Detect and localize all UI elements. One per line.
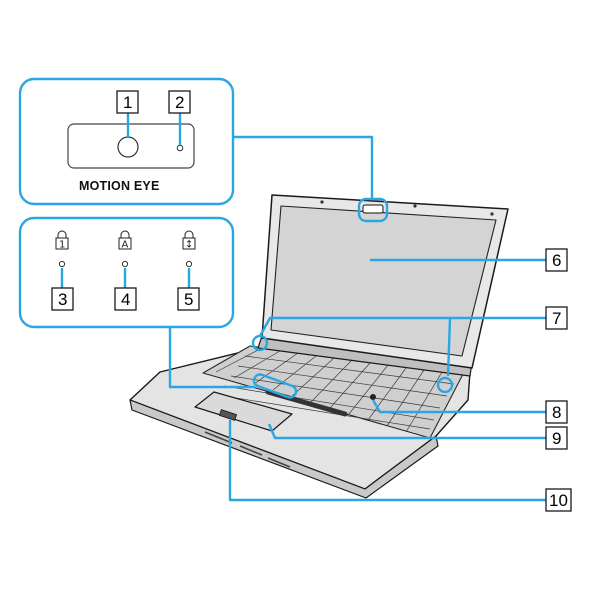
svg-text:8: 8 — [552, 403, 561, 422]
svg-text:9: 9 — [552, 429, 561, 448]
callout-4: 4 — [114, 287, 137, 311]
camera-indicator-icon — [176, 144, 184, 152]
svg-text:7: 7 — [552, 309, 561, 328]
svg-text:10: 10 — [549, 491, 568, 510]
svg-text:6: 6 — [552, 251, 561, 270]
callout-10: 10 — [545, 488, 572, 512]
svg-text:3: 3 — [58, 290, 67, 309]
inset-caption-motion-eye: MOTION EYE — [79, 179, 159, 193]
fingerprint-sensor — [218, 409, 238, 421]
callout-9: 9 — [545, 426, 568, 450]
callout-7: 7 — [545, 306, 568, 330]
leader-lines — [168, 135, 546, 502]
laptop-illustration — [129, 194, 509, 499]
lcd-screen — [270, 205, 497, 357]
svg-text:2: 2 — [175, 93, 184, 112]
svg-text:5: 5 — [184, 290, 193, 309]
caps-lock-glyph: A — [122, 240, 129, 251]
scroll-lock-glyph: ↕ — [185, 240, 193, 251]
svg-text:1: 1 — [123, 93, 132, 112]
num-lock-glyph: 1 — [59, 240, 65, 251]
callout-2: 2 — [168, 90, 191, 114]
caps-lock-indicator-icon: A — [118, 230, 132, 268]
callout-8: 8 — [545, 400, 568, 424]
scroll-lock-indicator-icon: ↕ — [182, 230, 196, 268]
svg-text:4: 4 — [121, 290, 130, 309]
callout-6: 6 — [545, 248, 568, 272]
callout-3: 3 — [51, 287, 74, 311]
camera-lens-icon — [117, 136, 139, 158]
callout-1: 1 — [116, 90, 139, 114]
callout-5: 5 — [177, 287, 200, 311]
num-lock-indicator-icon: 1 — [55, 230, 69, 268]
